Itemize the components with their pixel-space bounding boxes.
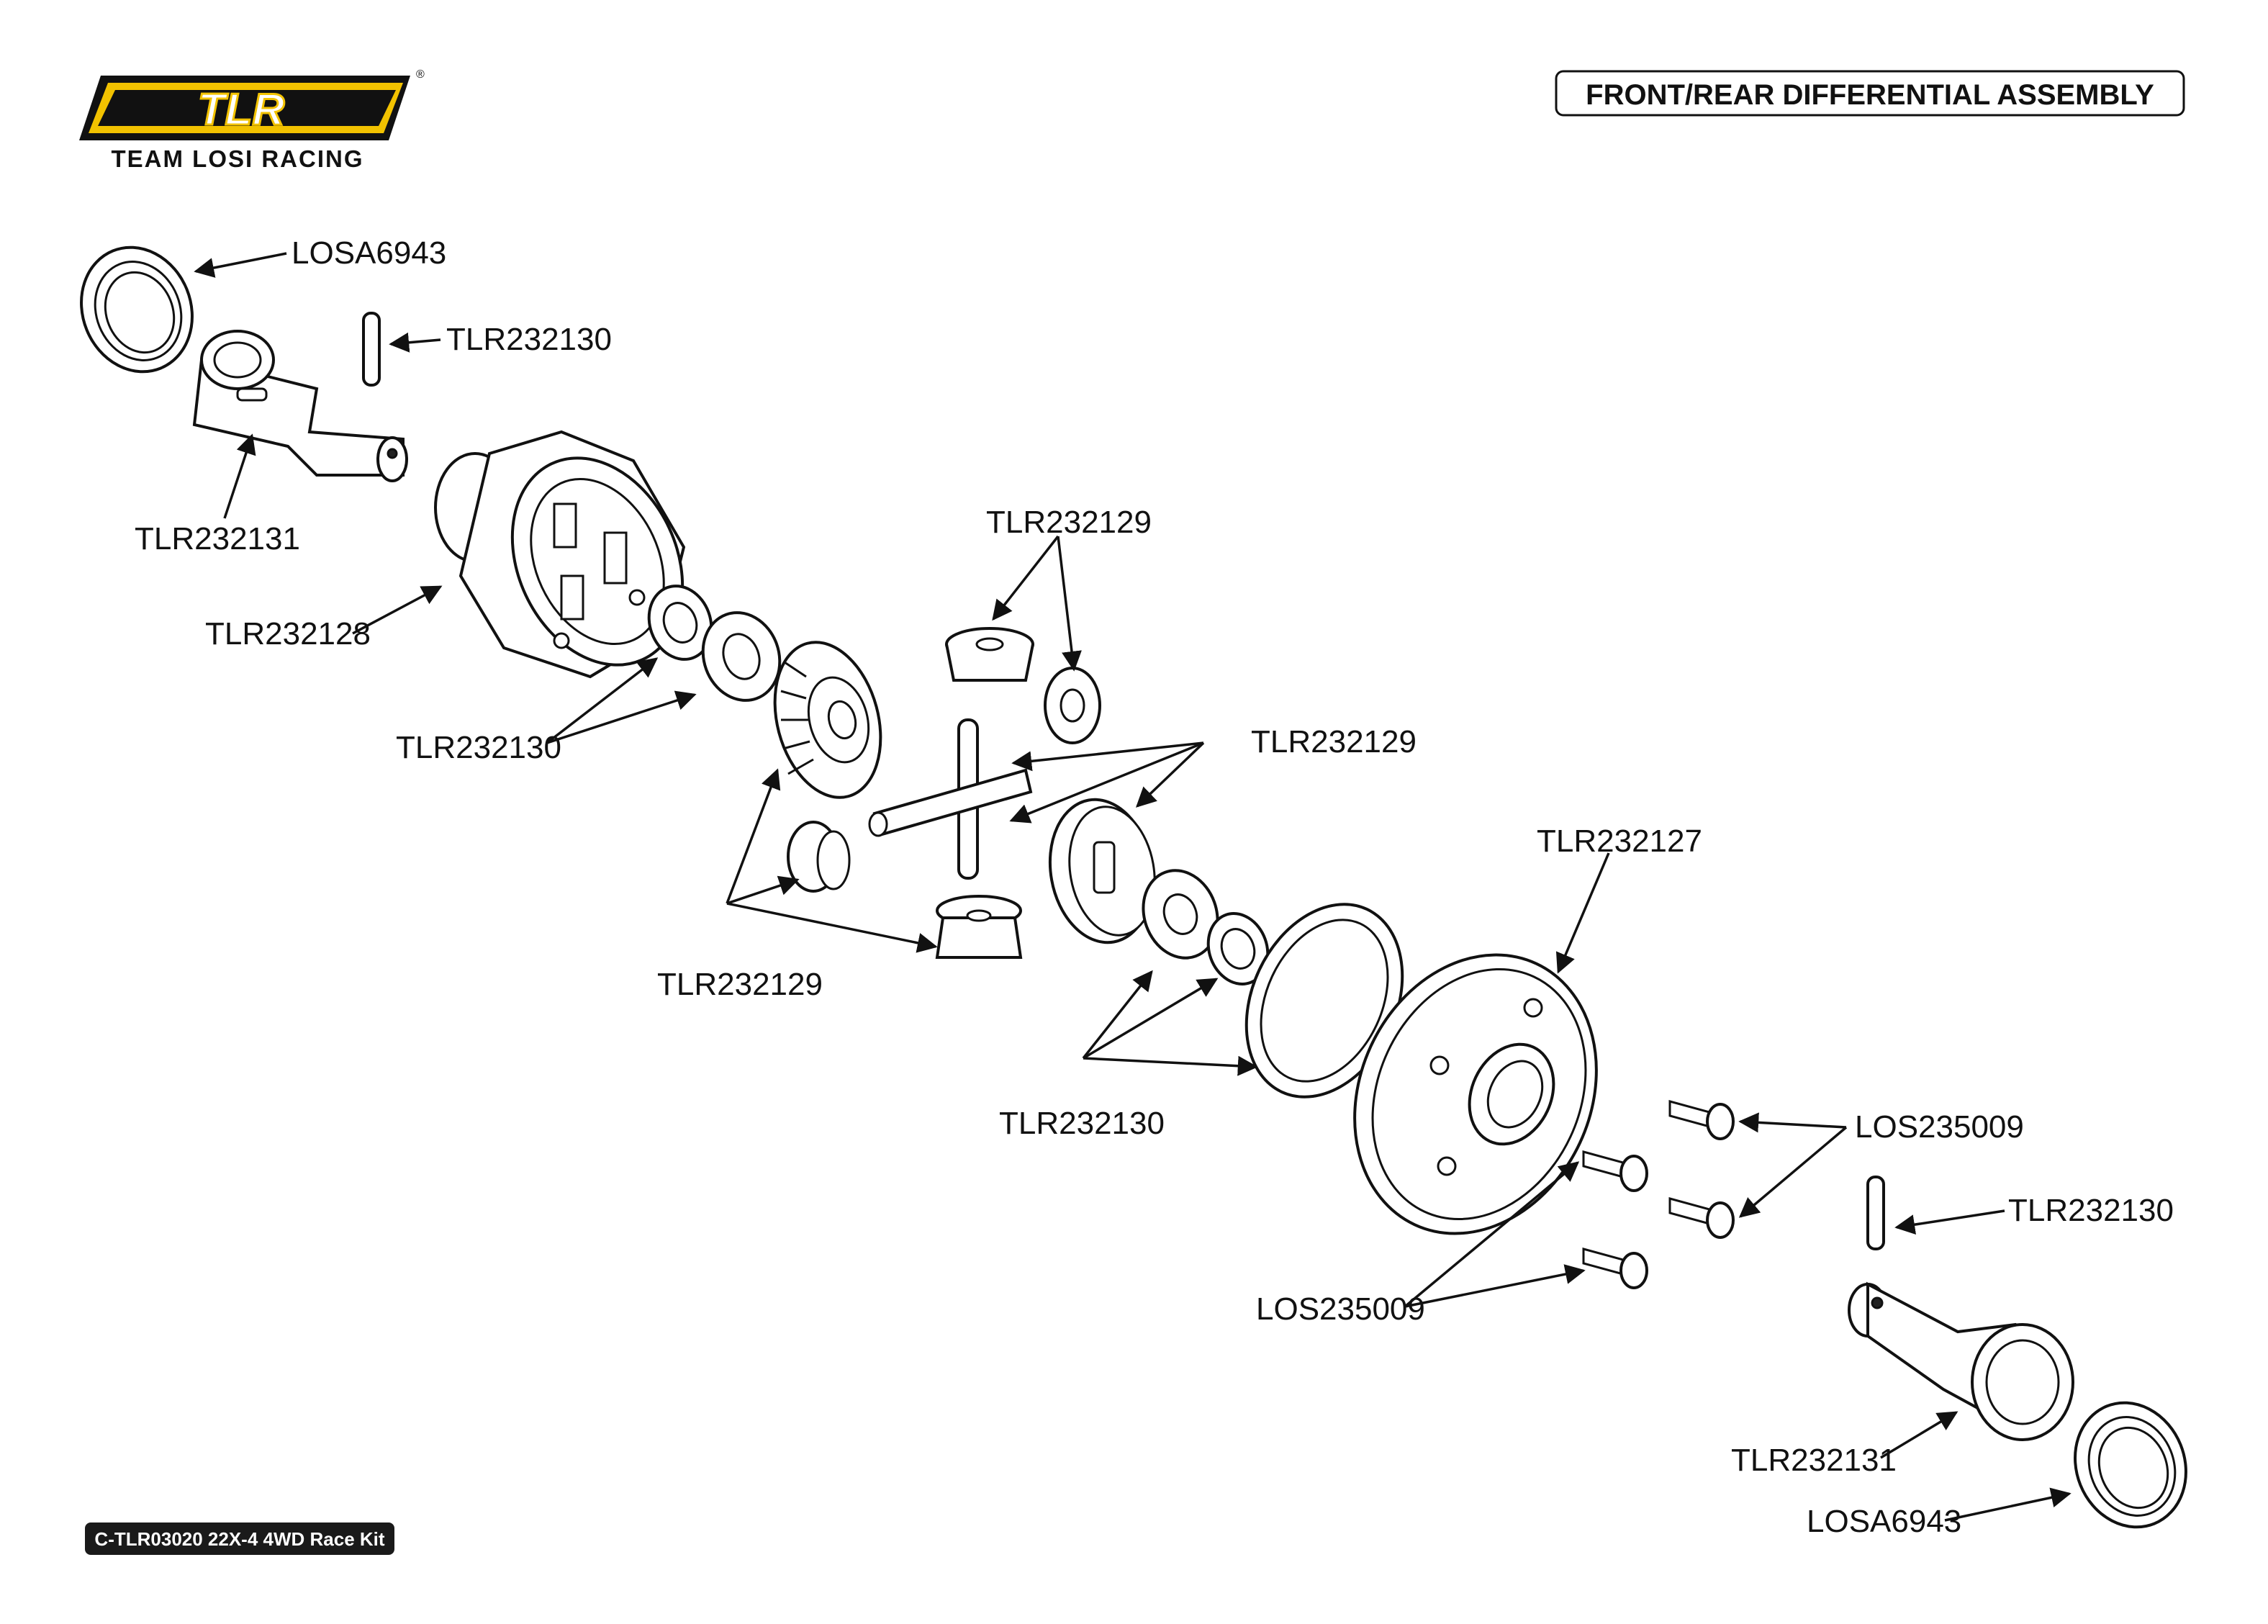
ring-gear (1353, 953, 1598, 1235)
outdrive-top (192, 330, 408, 482)
spider-gear-bottom (935, 895, 1023, 959)
outdrive-bottom (1848, 1281, 2074, 1441)
label-outdrive-bottom: TLR232131 (1731, 1443, 1897, 1478)
logo-letters: TLR (198, 85, 285, 135)
footer-badge: C-TLR03020 22X-4 4WD Race Kit (85, 1522, 394, 1555)
spider-gear-right (1044, 667, 1101, 744)
label-screws-right: LOS235009 (1855, 1109, 2024, 1145)
gasket (1244, 903, 1404, 1099)
registered-mark: ® (416, 68, 425, 81)
label-gears-bottom: TLR232129 (657, 967, 823, 1002)
spider-gear-top (945, 627, 1034, 682)
screw-1 (1668, 1100, 1735, 1140)
pin-bottom (1866, 1176, 1885, 1250)
screw-4 (1582, 1248, 1648, 1289)
kit-label: C-TLR03020 22X-4 4WD Race Kit (94, 1528, 384, 1550)
label-shims-bottom: TLR232130 (999, 1106, 1165, 1141)
page-title: FRONT/REAR DIFFERENTIAL ASSEMBLY (1586, 79, 2154, 111)
screw-2 (1582, 1150, 1648, 1192)
label-bearing-top: LOSA6943 (292, 235, 446, 271)
label-outdrive-top: TLR232131 (135, 521, 300, 556)
side-gear-right (1048, 798, 1156, 944)
label-ring-gear: TLR232127 (1537, 824, 1702, 859)
shims-right (1142, 869, 1270, 985)
cross-pin (868, 718, 1033, 880)
spider-gear-left (787, 821, 851, 893)
label-bearing-bottom: LOSA6943 (1807, 1504, 1961, 1539)
diff-case (434, 430, 686, 679)
label-pin-bottom: TLR232130 (2008, 1193, 2174, 1228)
part-labels: LOSA6943 TLR232130 TLR232131 TLR232128 T… (135, 235, 2174, 1539)
shims-left (647, 585, 782, 702)
brand-name: TEAM LOSI RACING (112, 145, 364, 172)
label-gears-right: TLR232129 (1251, 724, 1417, 759)
label-pin-top: TLR232130 (446, 322, 612, 357)
label-diff-case: TLR232128 (205, 616, 371, 651)
bearing-top (80, 245, 194, 374)
side-gear-left (773, 641, 882, 799)
title-box: FRONT/REAR DIFFERENTIAL ASSEMBLY (1555, 70, 2185, 117)
bearing-bottom (2074, 1401, 2187, 1529)
label-shims-left: TLR232130 (396, 730, 561, 765)
screw-3 (1668, 1197, 1735, 1239)
tlr-logo: TLR ® TEAM LOSI RACING (79, 68, 425, 172)
leader-lines (194, 252, 2072, 1522)
label-gears-top: TLR232129 (986, 505, 1152, 540)
label-screws-left: LOS235009 (1256, 1291, 1425, 1327)
pin-top (362, 312, 381, 387)
